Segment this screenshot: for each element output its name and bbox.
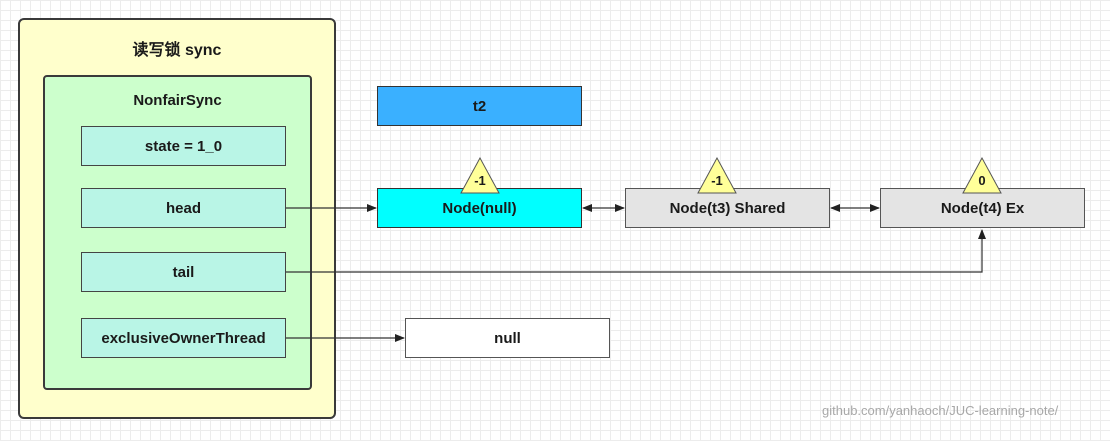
- sync-title: 读写锁 sync: [132, 42, 222, 59]
- source-watermark: github.com/yanhaoch/JUC-learning-note/: [822, 403, 1059, 418]
- waitstatus-t4: 0: [978, 173, 986, 188]
- state-field: state = 1_0: [81, 126, 286, 166]
- exclusive-owner-thread-field: exclusiveOwnerThread: [81, 318, 286, 358]
- thread-t2-box: t2: [377, 86, 582, 126]
- waitstatus-null: -1: [474, 173, 486, 188]
- head-field: head: [81, 188, 286, 228]
- node-t4-ex: Node(t4) Ex: [880, 188, 1085, 228]
- node-t3-shared: Node(t3) Shared: [625, 188, 830, 228]
- waitstatus-t3: -1: [711, 173, 723, 188]
- tail-arrow: [286, 229, 986, 273]
- tail-field: tail: [81, 252, 286, 292]
- node-null: Node(null): [377, 188, 582, 228]
- nonfair-sync-title: NonfairSync: [133, 92, 222, 109]
- owner-null-box: null: [405, 318, 610, 358]
